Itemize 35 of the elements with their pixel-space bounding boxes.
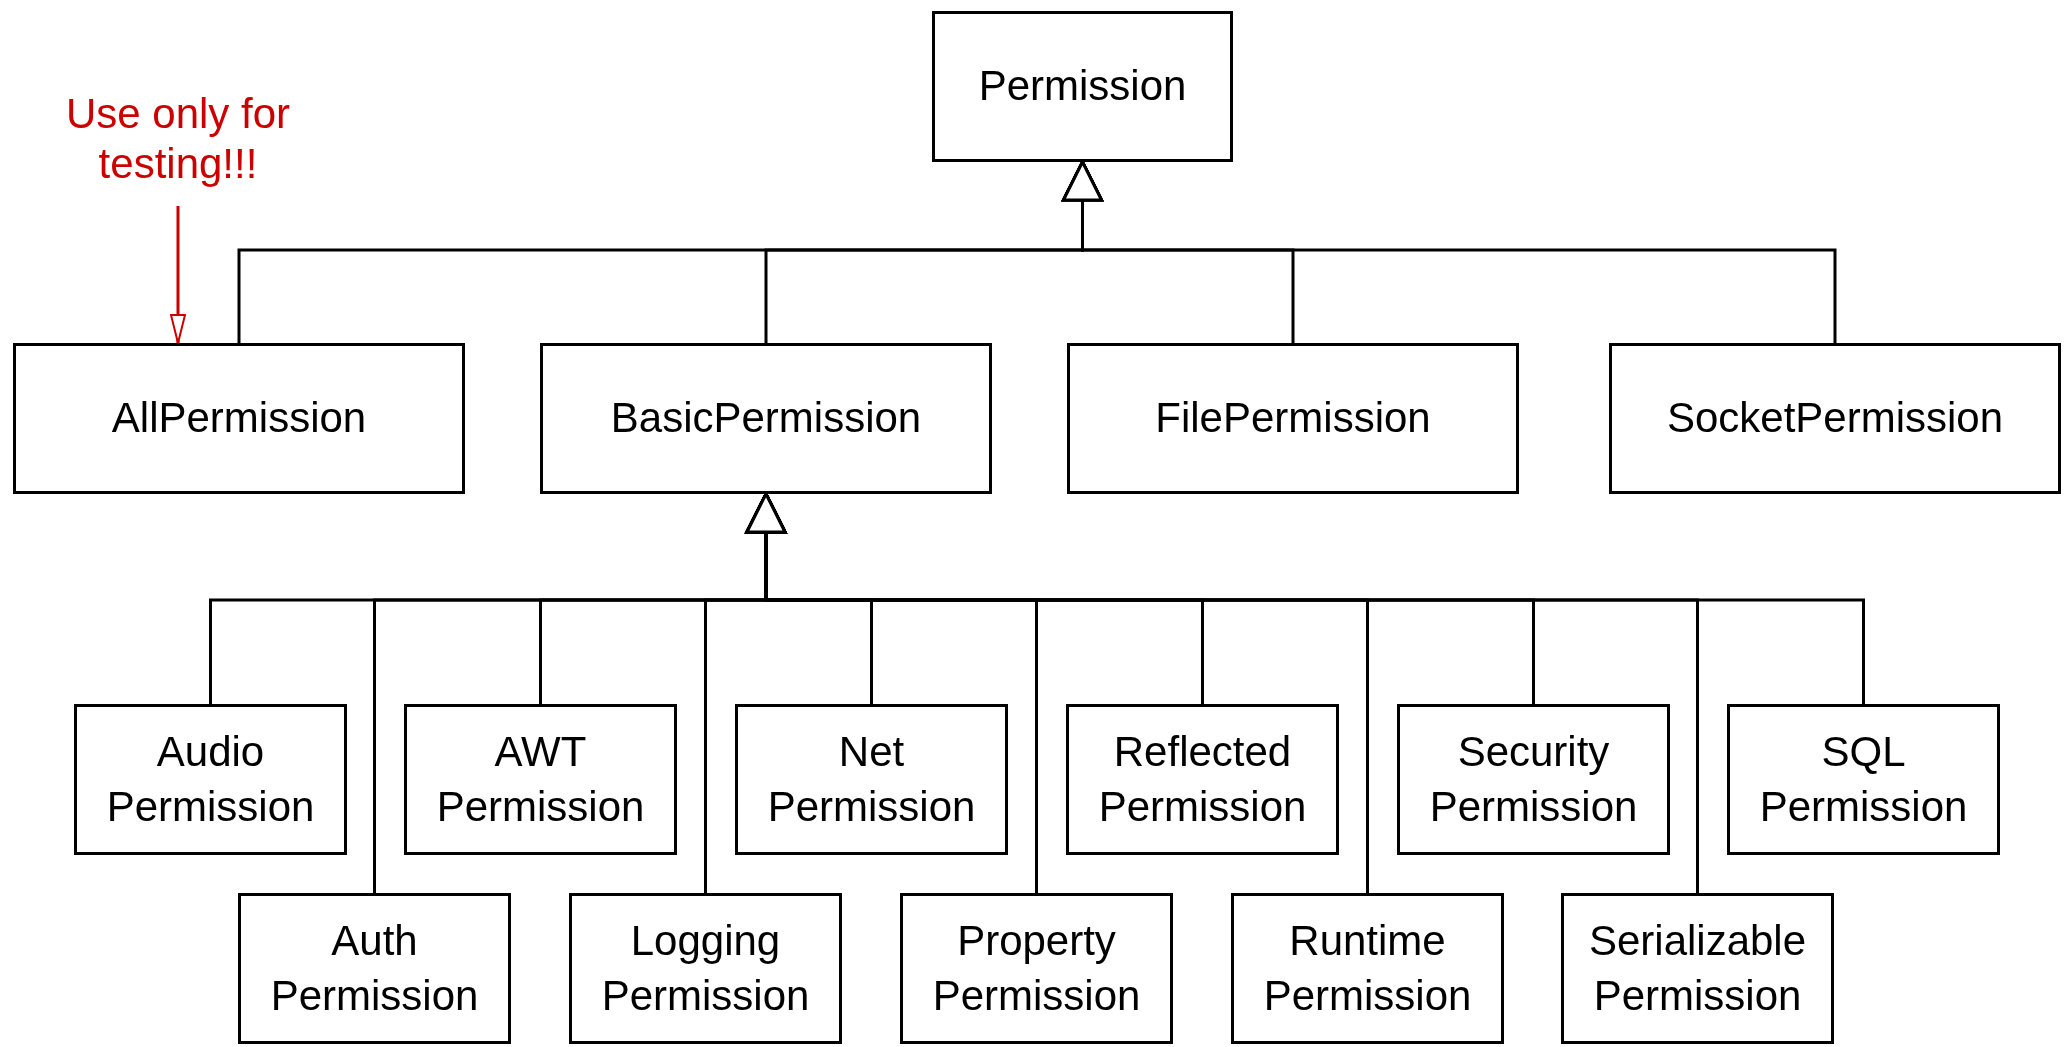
class-name: SQL Permission	[1758, 726, 1969, 832]
class-name: Auth Permission	[269, 915, 480, 1021]
class-name: Property Permission	[931, 915, 1142, 1021]
class-name: Net Permission	[766, 726, 977, 832]
inheritance-arrow	[1062, 160, 1837, 343]
class-name: AllPermission	[111, 393, 367, 444]
class-box	[1231, 893, 1504, 1044]
class-name: FilePermission	[1155, 393, 1431, 444]
class-box	[1727, 704, 2000, 855]
class-name: BasicPermission	[610, 393, 922, 444]
class-name: AWT Permission	[435, 726, 646, 832]
class-name: Reflected Permission	[1097, 726, 1308, 832]
arrow	[170, 206, 186, 344]
class-box	[74, 704, 347, 855]
class-name: Runtime Permission	[1262, 915, 1473, 1021]
class-name: Audio Permission	[105, 726, 316, 832]
class-name: Logging Permission	[600, 915, 811, 1021]
class-box	[932, 11, 1233, 162]
class-box	[1609, 343, 2061, 494]
class-box	[540, 343, 992, 494]
note-text: Use only for testing!!!	[64, 88, 292, 189]
class-box	[404, 704, 677, 855]
class-box	[238, 893, 511, 1044]
class-name: Serializable Permission	[1587, 915, 1808, 1021]
class-box	[1066, 704, 1339, 855]
class-box	[13, 343, 465, 494]
class-name: Security Permission	[1428, 726, 1639, 832]
class-name: SocketPermission	[1666, 393, 2004, 444]
class-box	[900, 893, 1173, 1044]
class-name: Permission	[978, 61, 1187, 112]
class-box	[569, 893, 842, 1044]
class-box	[735, 704, 1008, 855]
class-box	[1067, 343, 1519, 494]
class-box	[1397, 704, 1670, 855]
class-box	[1561, 893, 1834, 1044]
